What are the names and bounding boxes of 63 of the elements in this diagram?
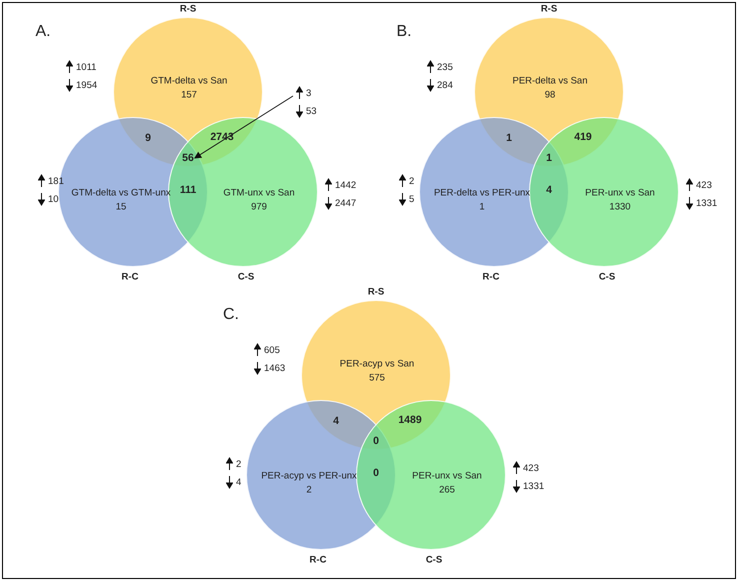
comparison-label: PER-acyp vs San bbox=[340, 358, 414, 370]
count-value: 1954 bbox=[76, 80, 98, 90]
count-value: 284 bbox=[437, 80, 453, 90]
overlap-count: 419 bbox=[574, 131, 592, 143]
count-value: 1463 bbox=[264, 362, 286, 374]
count-value: 5 bbox=[409, 194, 414, 204]
set-label: C-S bbox=[426, 554, 442, 566]
count-value: 423 bbox=[696, 180, 712, 190]
count-value: 2447 bbox=[335, 198, 356, 208]
set-label: R-C bbox=[310, 554, 326, 566]
count-value: 1331 bbox=[523, 480, 544, 492]
comparison-label: GTM-unx vs San bbox=[223, 188, 295, 198]
comparison-label: PER-unx vs San bbox=[412, 470, 482, 482]
overlap-count: 0 bbox=[373, 435, 379, 447]
count-value: 1442 bbox=[335, 180, 356, 190]
overlap-count: 0 bbox=[373, 467, 379, 479]
panel-letter: C. bbox=[223, 306, 239, 324]
leader-arrow bbox=[194, 96, 294, 158]
set-label: C-S bbox=[598, 272, 616, 282]
gene-count: 157 bbox=[181, 90, 197, 100]
count-value: 181 bbox=[48, 176, 64, 186]
count-value: 10 bbox=[48, 194, 59, 204]
gene-count: 265 bbox=[439, 484, 455, 496]
comparison-label: PER-acyp vs PER-unx bbox=[261, 470, 357, 482]
count-value: 2 bbox=[409, 176, 414, 186]
set-label: R-C bbox=[482, 272, 500, 282]
set-label: R-S bbox=[180, 4, 196, 14]
gene-count: 1330 bbox=[609, 202, 631, 212]
count-value: 53 bbox=[306, 106, 317, 116]
count-value: 4 bbox=[236, 476, 242, 488]
count-value: 423 bbox=[523, 462, 539, 474]
comparison-label: PER-unx vs San bbox=[585, 188, 655, 198]
comparison-label: GTM-delta vs San bbox=[150, 76, 228, 86]
count-group bbox=[296, 86, 317, 118]
panel-letter: A. bbox=[35, 23, 51, 41]
overlap-count: 1 bbox=[546, 152, 552, 164]
gene-count: 1 bbox=[479, 202, 485, 212]
panel-letter: B. bbox=[396, 23, 412, 41]
count-value: 1331 bbox=[696, 198, 718, 208]
overlap-count: 1 bbox=[506, 132, 512, 144]
overlap-count: 56 bbox=[182, 152, 194, 164]
overlap-count: 4 bbox=[546, 184, 552, 196]
set-label: R-C bbox=[122, 272, 138, 282]
gene-count: 2 bbox=[306, 484, 312, 496]
comparison-label: PER-delta vs San bbox=[512, 76, 588, 86]
overlap-count: 1489 bbox=[398, 414, 422, 426]
set-label: C-S bbox=[238, 272, 254, 282]
count-value: 3 bbox=[306, 88, 312, 98]
set-label: R-S bbox=[368, 286, 384, 298]
count-value: 2 bbox=[236, 458, 242, 470]
overlap-count: 9 bbox=[145, 132, 151, 144]
overlap-count: 4 bbox=[333, 415, 339, 427]
count-value: 605 bbox=[264, 344, 280, 356]
comparison-label: GTM-delta vs GTM-unx bbox=[71, 188, 171, 198]
count-value: 235 bbox=[437, 62, 453, 72]
overlap-count: 111 bbox=[180, 184, 196, 196]
gene-count: 98 bbox=[544, 90, 556, 100]
gene-count: 979 bbox=[251, 202, 267, 212]
comparison-label: PER-delta vs PER-unx bbox=[434, 188, 530, 198]
gene-count: 15 bbox=[116, 202, 126, 212]
gene-count: 575 bbox=[369, 372, 385, 384]
count-value: 1011 bbox=[76, 62, 96, 72]
set-label: R-S bbox=[540, 4, 558, 14]
